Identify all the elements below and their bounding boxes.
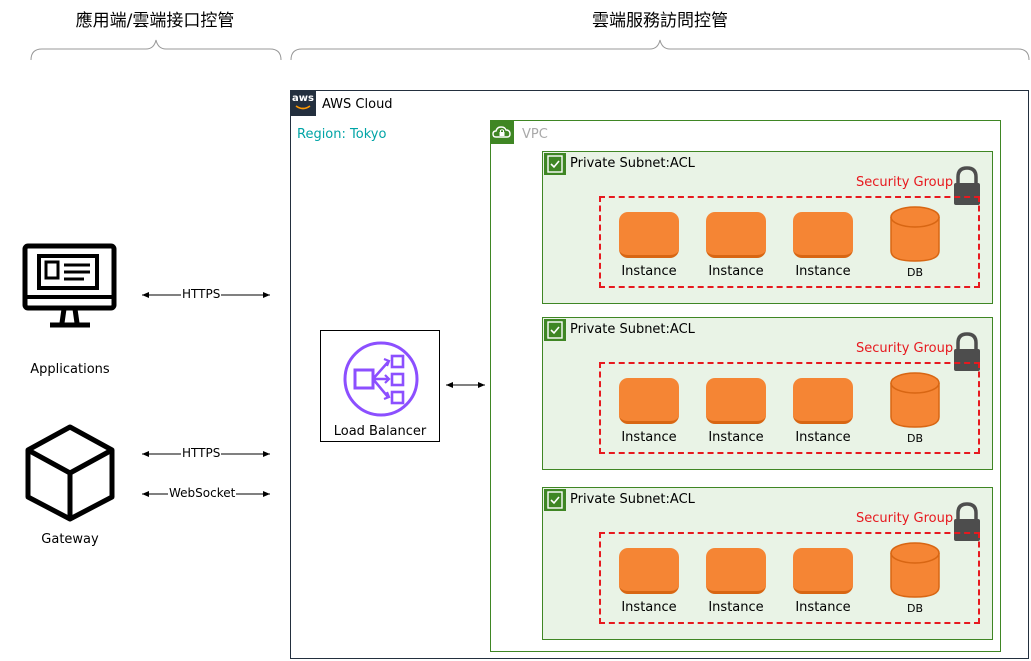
padlock-icon: [954, 502, 980, 541]
instance-1-2: [706, 212, 766, 258]
subnet-1-label: Private Subnet:ACL: [570, 156, 695, 171]
aws-logo-text: aws: [292, 93, 314, 104]
padlock-icon: [954, 166, 980, 205]
applications-label: Applications: [30, 362, 110, 377]
gateway-https-label: HTTPS: [181, 446, 222, 460]
instance-3-3: [793, 548, 853, 594]
security-group-2: [599, 362, 980, 454]
security-group-2-label: Security Group: [856, 341, 954, 356]
aws-cloud-label: AWS Cloud: [322, 97, 393, 112]
app-https-label: HTTPS: [181, 287, 222, 301]
instance-3-3-label: Instance: [795, 600, 851, 615]
load-balancer-box: Load Balancer: [320, 330, 440, 442]
db-2-label: DB: [906, 432, 924, 445]
instance-3-1: [619, 548, 679, 594]
db-1-label: DB: [906, 266, 924, 279]
subnet-3-label: Private Subnet:ACL: [570, 492, 695, 507]
load-balancer-label: Load Balancer: [333, 424, 427, 439]
elastic-load-balancer-icon: [343, 341, 419, 417]
vpc-container: [490, 120, 1001, 652]
instance-2-2-label: Instance: [708, 430, 764, 445]
right-section-title: 雲端服務訪問控管: [592, 11, 728, 31]
vpc-label: VPC: [522, 127, 548, 142]
shield-check-icon: [544, 319, 566, 341]
instance-3-2-label: Instance: [708, 600, 764, 615]
database-icon: [890, 372, 940, 428]
gateway-label: Gateway: [41, 532, 99, 547]
left-brace: [30, 39, 282, 61]
instance-2-1: [619, 378, 679, 424]
instance-1-1-label: Instance: [621, 264, 677, 279]
instance-2-3-label: Instance: [795, 430, 851, 445]
security-group-3: [599, 532, 980, 624]
subnet-2-label: Private Subnet:ACL: [570, 322, 695, 337]
instance-2-2: [706, 378, 766, 424]
shield-check-icon: [544, 153, 566, 175]
db-3-label: DB: [906, 602, 924, 615]
cloud-lock-icon: [490, 120, 514, 144]
security-group-1: [599, 196, 980, 288]
security-group-1-label: Security Group: [856, 175, 954, 190]
shield-check-icon: [544, 489, 566, 511]
padlock-icon: [954, 332, 980, 371]
region-label: Region: Tokyo: [297, 127, 387, 142]
desktop-monitor-icon: [22, 243, 117, 328]
instance-1-3: [793, 212, 853, 258]
instance-1-1: [619, 212, 679, 258]
left-section-title: 應用端/雲端接口控管: [75, 11, 235, 31]
instance-3-1-label: Instance: [621, 600, 677, 615]
database-icon: [890, 206, 940, 262]
instance-3-2: [706, 548, 766, 594]
instance-2-1-label: Instance: [621, 430, 677, 445]
instance-1-2-label: Instance: [708, 264, 764, 279]
right-brace: [290, 39, 1030, 61]
security-group-3-label: Security Group: [856, 511, 954, 526]
instance-2-3: [793, 378, 853, 424]
cube-icon: [25, 424, 115, 522]
gateway-websocket-label: WebSocket: [168, 486, 237, 500]
instance-1-3-label: Instance: [795, 264, 851, 279]
database-icon: [890, 542, 940, 598]
aws-logo-icon: aws: [290, 90, 316, 116]
aws-cloud-container: [290, 90, 1029, 659]
